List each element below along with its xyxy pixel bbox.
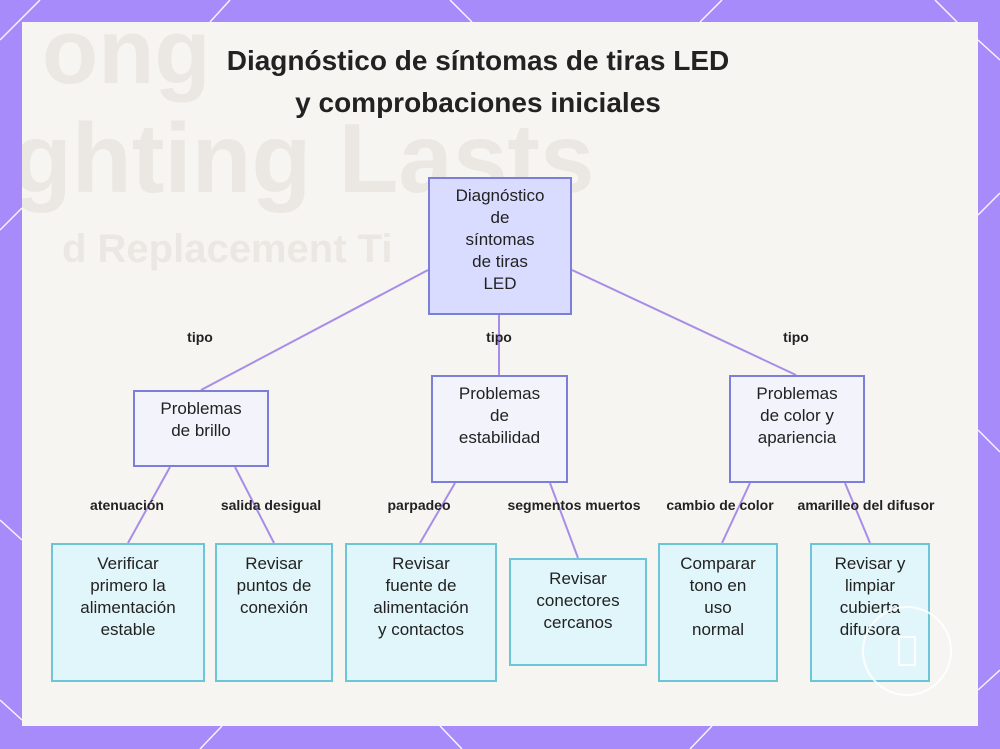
edge-label: tipo (783, 329, 809, 345)
node-line: Revisar (237, 553, 312, 575)
node-line: Comparar (680, 553, 756, 575)
node-line: alimentación (373, 597, 468, 619)
node-line: uso (680, 597, 756, 619)
node-problemas-estabilidad: Problemas de estabilidad (431, 375, 568, 483)
edge-label: segmentos muertos (507, 497, 640, 513)
node-line: normal (680, 619, 756, 641)
node-line: tono en (680, 575, 756, 597)
node-line: estable (80, 619, 175, 641)
edge-label: tipo (187, 329, 213, 345)
leaf-revisar-fuente: Revisar fuente de alimentación y contact… (345, 543, 497, 682)
node-line: Problemas (756, 383, 837, 405)
edge-estabilidad-parpadeo (420, 483, 455, 543)
node-line: apariencia (756, 427, 837, 449)
edge-label: salida desigual (221, 497, 321, 513)
node-line: de color y (756, 405, 837, 427)
node-line: de tiras (456, 251, 545, 273)
node-line: conectores (536, 590, 619, 612)
watermark-logo-icon (862, 606, 952, 696)
node-line: Revisar y (835, 553, 906, 575)
node-line: alimentación (80, 597, 175, 619)
node-line: primero la (80, 575, 175, 597)
node-line: puntos de (237, 575, 312, 597)
node-line: de brillo (160, 420, 241, 442)
node-line: de (459, 405, 540, 427)
leaf-comparar-tono: Comparar tono en uso normal (658, 543, 778, 682)
node-line: Revisar (373, 553, 468, 575)
node-problemas-brillo: Problemas de brillo (133, 390, 269, 467)
node-line: cercanos (536, 612, 619, 634)
edge-root-color (572, 270, 796, 375)
node-line: de (456, 207, 545, 229)
node-line: LED (456, 273, 545, 295)
node-line: conexión (237, 597, 312, 619)
node-line: Problemas (459, 383, 540, 405)
node-line: fuente de (373, 575, 468, 597)
edge-label: parpadeo (387, 497, 450, 513)
edge-label: atenuación (90, 497, 164, 513)
node-line: y contactos (373, 619, 468, 641)
leaf-verificar-alimentacion: Verificar primero la alimentación establ… (51, 543, 205, 682)
root-node: Diagnóstico de síntomas de tiras LED (428, 177, 572, 315)
node-line: Verificar (80, 553, 175, 575)
edge-color-amarilleo (845, 483, 870, 543)
edge-label: tipo (486, 329, 512, 345)
edge-root-brillo (201, 270, 428, 390)
leaf-revisar-puntos: Revisar puntos de conexión (215, 543, 333, 682)
node-problemas-color: Problemas de color y apariencia (729, 375, 865, 483)
node-line: Problemas (160, 398, 241, 420)
edge-label: amarilleo del difusor (798, 497, 935, 513)
edge-color-cambio (722, 483, 750, 543)
node-line: síntomas (456, 229, 545, 251)
node-line: limpiar (835, 575, 906, 597)
edge-estabilidad-segmentos (550, 483, 578, 558)
edge-label: cambio de color (666, 497, 773, 513)
node-line: Diagnóstico (456, 185, 545, 207)
leaf-revisar-conectores: Revisar conectores cercanos (509, 558, 647, 666)
node-line: estabilidad (459, 427, 540, 449)
node-line: Revisar (536, 568, 619, 590)
